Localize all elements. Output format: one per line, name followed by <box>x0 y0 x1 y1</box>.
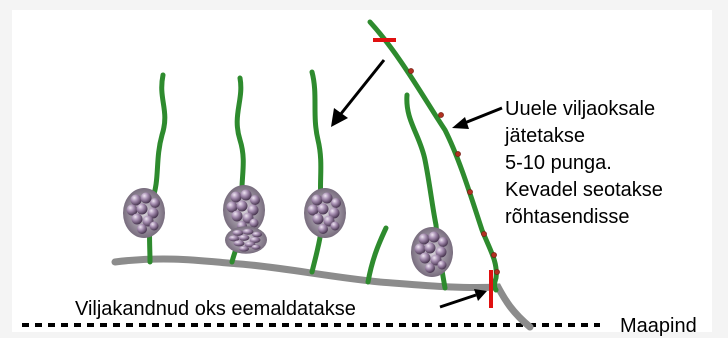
arrow-to-note <box>452 106 503 129</box>
new-shoot-note: Uuele viljaoksale jätetakse 5-10 punga. … <box>505 96 663 231</box>
arrow-to-top-cut <box>331 59 386 127</box>
note-line: Kevadel seotakse <box>505 179 663 201</box>
note-line: Uuele viljaoksale <box>505 98 656 120</box>
removed-branch-label: Viljakandnud oks eemaldatakse <box>75 298 356 320</box>
grape-cluster-icon <box>411 227 453 277</box>
arrow-to-base-cut <box>439 289 487 309</box>
fruiting-cane <box>111 255 534 331</box>
grape-cluster-icon <box>123 188 165 238</box>
ground-label: Maapind <box>620 315 697 337</box>
grape-cluster-icon <box>304 188 346 238</box>
note-line: rõhtasendisse <box>505 206 630 228</box>
shoot-short <box>365 225 389 285</box>
note-line: jätetakse <box>505 125 586 147</box>
grape-cluster-icon <box>225 226 267 254</box>
note-line: 5-10 punga. <box>505 152 612 174</box>
new-fruiting-shoot <box>367 19 499 293</box>
buds <box>408 68 500 275</box>
shoot-3 <box>309 69 325 275</box>
